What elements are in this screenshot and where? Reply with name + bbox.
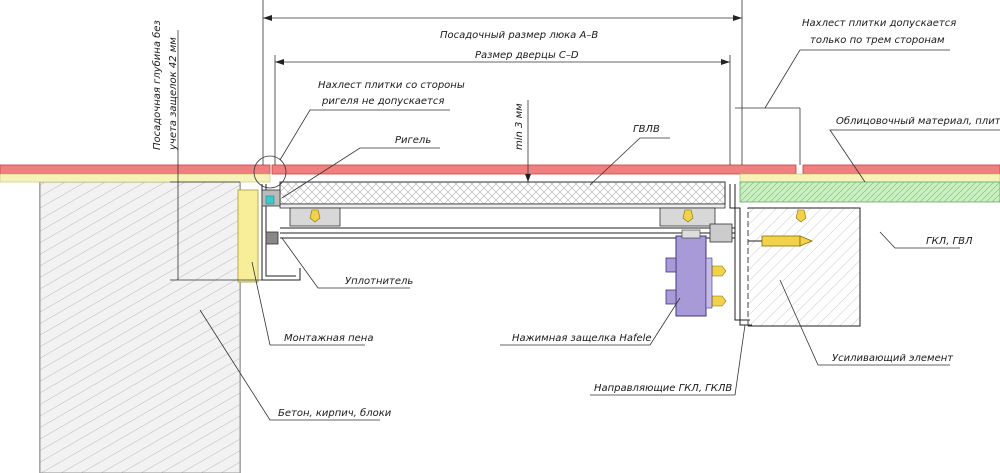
glue-layer xyxy=(0,173,1000,183)
label-hatch-size: Посадочный размер люка A–B xyxy=(440,30,598,41)
label-seat-depth-2: учета защелок 42 мм xyxy=(168,37,179,151)
label-overlap-three-2: только по трем сторонам xyxy=(810,35,945,46)
label-reinforce: Усиливающий элемент xyxy=(832,353,954,364)
label-rigel: Ригель xyxy=(395,135,431,146)
label-gvlv: ГВЛВ xyxy=(633,124,660,135)
label-concrete: Бетон, кирпич, блоки xyxy=(278,407,392,419)
screw-icon xyxy=(748,235,814,247)
small-screws xyxy=(309,209,807,307)
detail-circle xyxy=(253,155,287,189)
door-panel xyxy=(279,181,726,209)
leader-lines xyxy=(199,49,1000,421)
label-facing: Облицовочный материал, плитка xyxy=(836,115,1000,127)
latch-icon xyxy=(665,229,713,317)
dimension-lines xyxy=(170,0,801,281)
label-foam: Монтажная пена xyxy=(284,333,373,344)
right-frame-profile xyxy=(709,184,752,326)
label-seal: Уплотнитель xyxy=(345,276,413,287)
tile-layer xyxy=(0,164,1000,175)
mounting-foam xyxy=(237,189,259,283)
label-door-size: Размер дверцы C–D xyxy=(475,50,579,61)
label-overlap-three-1: Нахлест плитки допускается xyxy=(802,18,956,29)
concrete-wall xyxy=(39,181,241,473)
door-frame xyxy=(280,207,735,239)
reinforcing-element xyxy=(747,207,861,327)
label-gkl: ГКЛ, ГВЛ xyxy=(926,236,973,247)
label-overlap-no-1: Нахлест плитки со стороны xyxy=(318,80,465,91)
left-frame-profile xyxy=(261,184,301,281)
label-latch: Нажимная защелка Hafele xyxy=(512,333,652,344)
label-seat-depth-1: Посадочная глубина без xyxy=(151,20,163,150)
seal-mark xyxy=(265,195,275,205)
label-guides: Направляющие ГКЛ, ГКЛВ xyxy=(594,383,732,394)
label-overlap-no-2: ригеля не допускается xyxy=(321,96,444,107)
label-min-3mm: min 3 мм xyxy=(514,103,525,150)
gkl-board xyxy=(739,181,1000,203)
